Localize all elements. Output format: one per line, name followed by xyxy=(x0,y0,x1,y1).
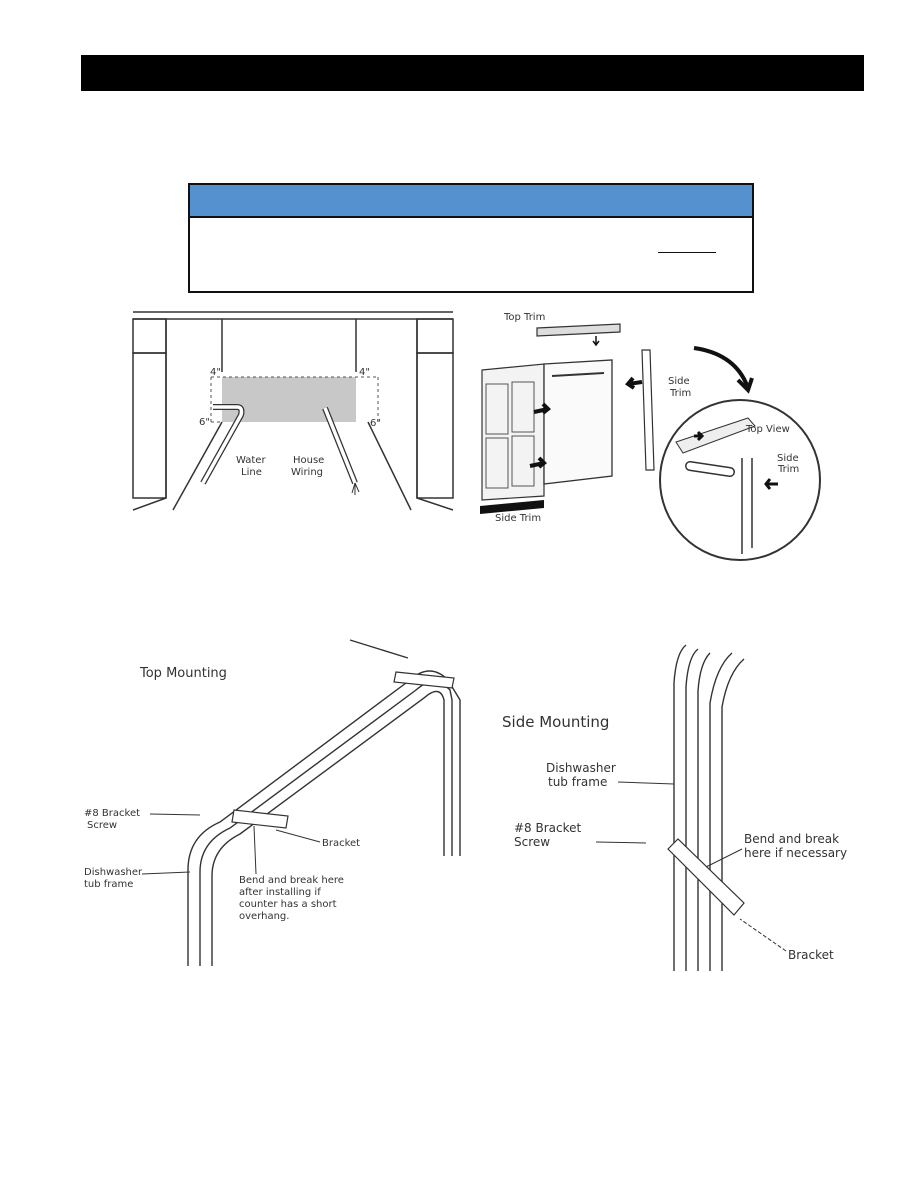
side-trim-bottom-label: Side Trim xyxy=(495,513,541,524)
top-view-label: Top View xyxy=(745,424,790,435)
top-screw-label-1: #8 Bracket xyxy=(84,808,140,819)
side-screw-label-1: #8 Bracket xyxy=(514,821,582,835)
water-line-label-1: Water xyxy=(236,455,266,466)
side-tub-frame-2: tub frame xyxy=(548,775,607,789)
cabinet-opening-figure: 4" 4" 6" 6" Water Line House Wiring xyxy=(132,305,454,515)
dim-left-top: 4" xyxy=(210,367,221,378)
side-bend-note-2: here if necessary xyxy=(744,846,847,860)
top-tub-frame-1: Dishwasher xyxy=(84,867,143,878)
dim-left-side: 6" xyxy=(199,417,210,428)
top-trim-label: Top Trim xyxy=(503,312,545,323)
top-bend-note-3: counter has a short xyxy=(239,899,337,910)
side-tub-frame-1: Dishwasher xyxy=(546,761,616,775)
side-bend-note-1: Bend and break xyxy=(744,832,839,846)
side-mounting-figure: Side Mounting Dishwasher tub frame #8 Br… xyxy=(500,643,860,971)
notice-box xyxy=(188,183,754,293)
trim-install-figure: Top Trim Side Trim Top View Side Trim Si… xyxy=(480,308,825,561)
house-wiring-label-2: Wiring xyxy=(291,467,323,478)
side-bracket-label: Bracket xyxy=(788,948,834,962)
top-bend-note-2: after installing if xyxy=(239,887,321,898)
top-bend-note-1: Bend and break here xyxy=(239,875,344,886)
dim-right-top: 4" xyxy=(359,367,370,378)
side-trim-inset-1: Side xyxy=(777,453,799,464)
water-line-label-2: Line xyxy=(241,467,262,478)
side-screw-label-2: Screw xyxy=(514,835,550,849)
house-wiring-label-1: House xyxy=(293,455,324,466)
top-screw-label-2: Screw xyxy=(87,820,117,831)
dim-right-side: 6" xyxy=(370,418,381,429)
top-mounting-figure: Top Mounting #8 Bracket Screw Bracket Di… xyxy=(80,639,465,966)
side-mounting-title: Side Mounting xyxy=(502,713,609,731)
top-bend-note-4: overhang. xyxy=(239,911,289,922)
notice-underline xyxy=(658,252,716,253)
side-trim-right-2: Trim xyxy=(669,388,691,399)
top-tub-frame-2: tub frame xyxy=(84,879,133,890)
side-trim-inset-2: Trim xyxy=(777,464,799,475)
notice-header xyxy=(190,185,752,218)
top-mounting-title: Top Mounting xyxy=(139,666,227,681)
side-trim-right-1: Side xyxy=(668,376,690,387)
top-bracket-label: Bracket xyxy=(322,838,360,849)
header-bar xyxy=(81,55,864,91)
